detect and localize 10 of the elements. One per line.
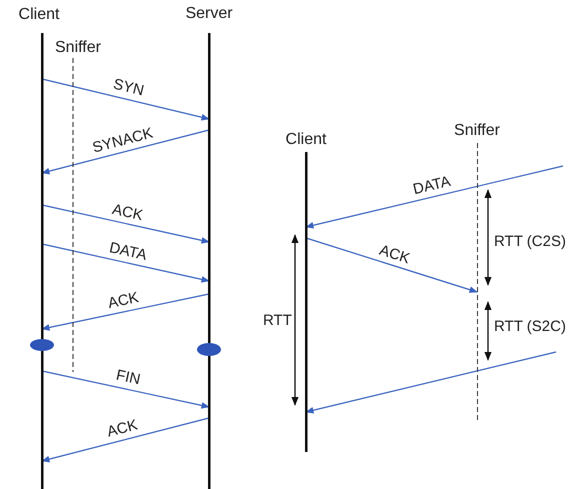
event-marker	[197, 343, 221, 356]
lifeline-label: Sniffer	[55, 40, 101, 56]
lifeline-label: Client	[284, 131, 328, 149]
lifeline-label: Client	[18, 6, 60, 24]
measure-label: RTT (S2C)	[494, 319, 566, 335]
lifeline-label: Sniffer	[453, 122, 501, 140]
measure-label: RTT	[263, 313, 292, 329]
event-marker	[30, 339, 54, 351]
lifeline-label: Server	[184, 5, 234, 23]
measure-label: RTT (C2S)	[494, 234, 566, 250]
